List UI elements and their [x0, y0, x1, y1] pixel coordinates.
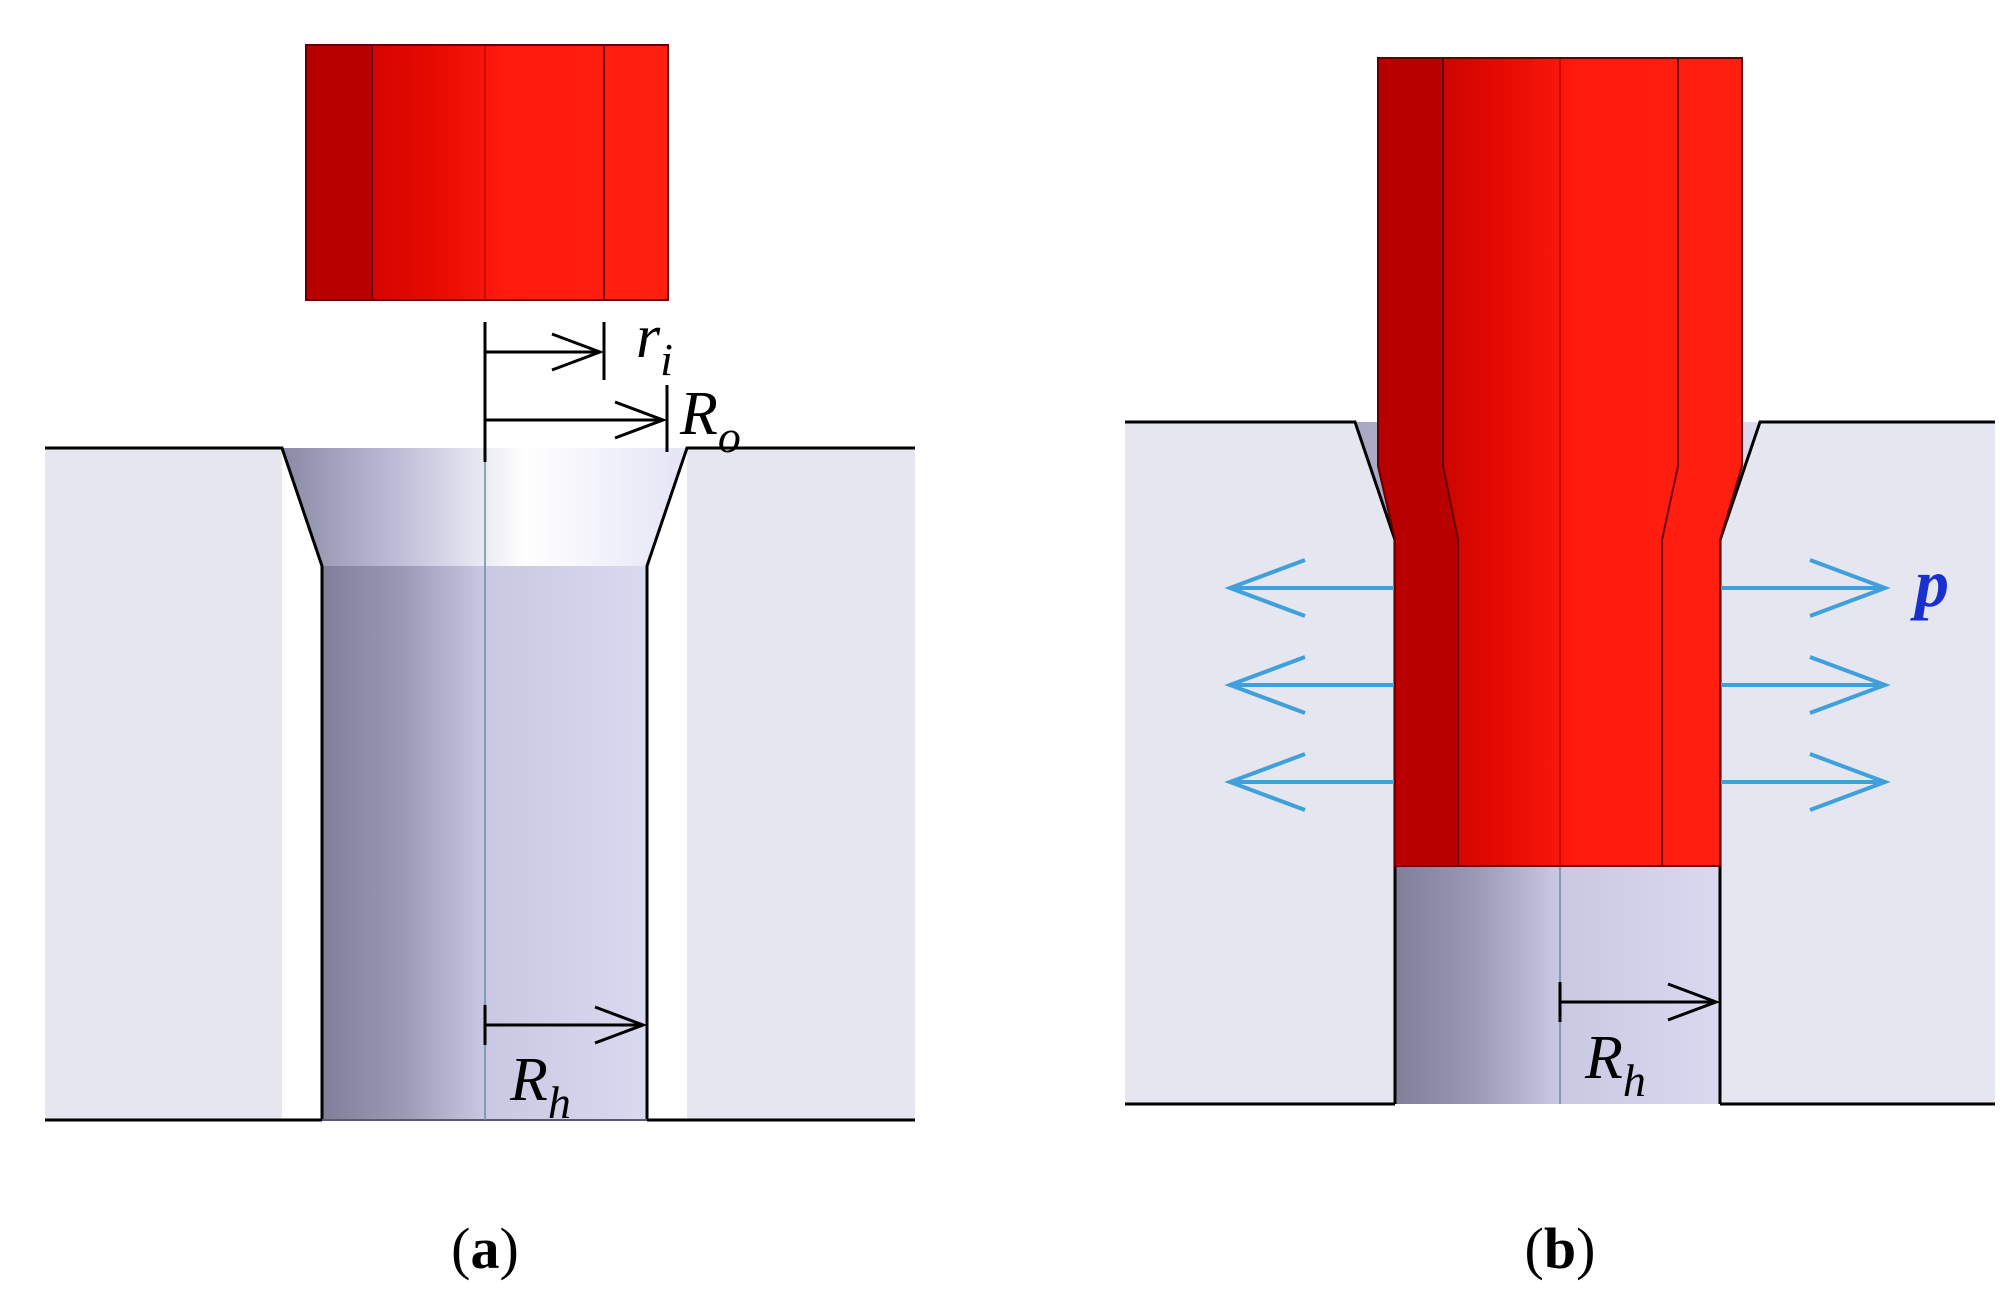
hole-radius-label-b: Rh [1584, 1024, 1646, 1106]
pressure-label: p [1910, 545, 1949, 621]
dimension-r-h-a: Rh [483, 1005, 648, 1128]
panel-b: Rh p (b) [1125, 57, 1995, 1281]
pressure-arrow-left-1 [1224, 558, 1395, 618]
pressure-arrow-right-3 [1720, 752, 1891, 812]
radius-inner-label: ri [636, 303, 673, 385]
mandrel-a [305, 44, 669, 301]
pressure-arrows [1224, 558, 1891, 812]
mandrel-b [1377, 57, 1743, 867]
caption-a: (a) [451, 1216, 519, 1281]
pressure-arrow-right-1 [1720, 558, 1891, 618]
pressure-arrow-right-2 [1720, 655, 1891, 715]
caption-b: (b) [1525, 1216, 1596, 1281]
panel-a: ri Ro Rh (a) [45, 44, 915, 1281]
pressure-arrow-left-2 [1224, 655, 1395, 715]
hole-radius-label-a: Rh [509, 1046, 571, 1128]
pressure-arrow-left-3 [1224, 752, 1395, 812]
dimension-r-i: ri [483, 303, 673, 462]
radius-outer-label: Ro [679, 380, 741, 462]
dimension-r-h-b: Rh [1558, 982, 1721, 1106]
dimension-r-o: Ro [485, 380, 741, 462]
plate-a [45, 446, 915, 1122]
